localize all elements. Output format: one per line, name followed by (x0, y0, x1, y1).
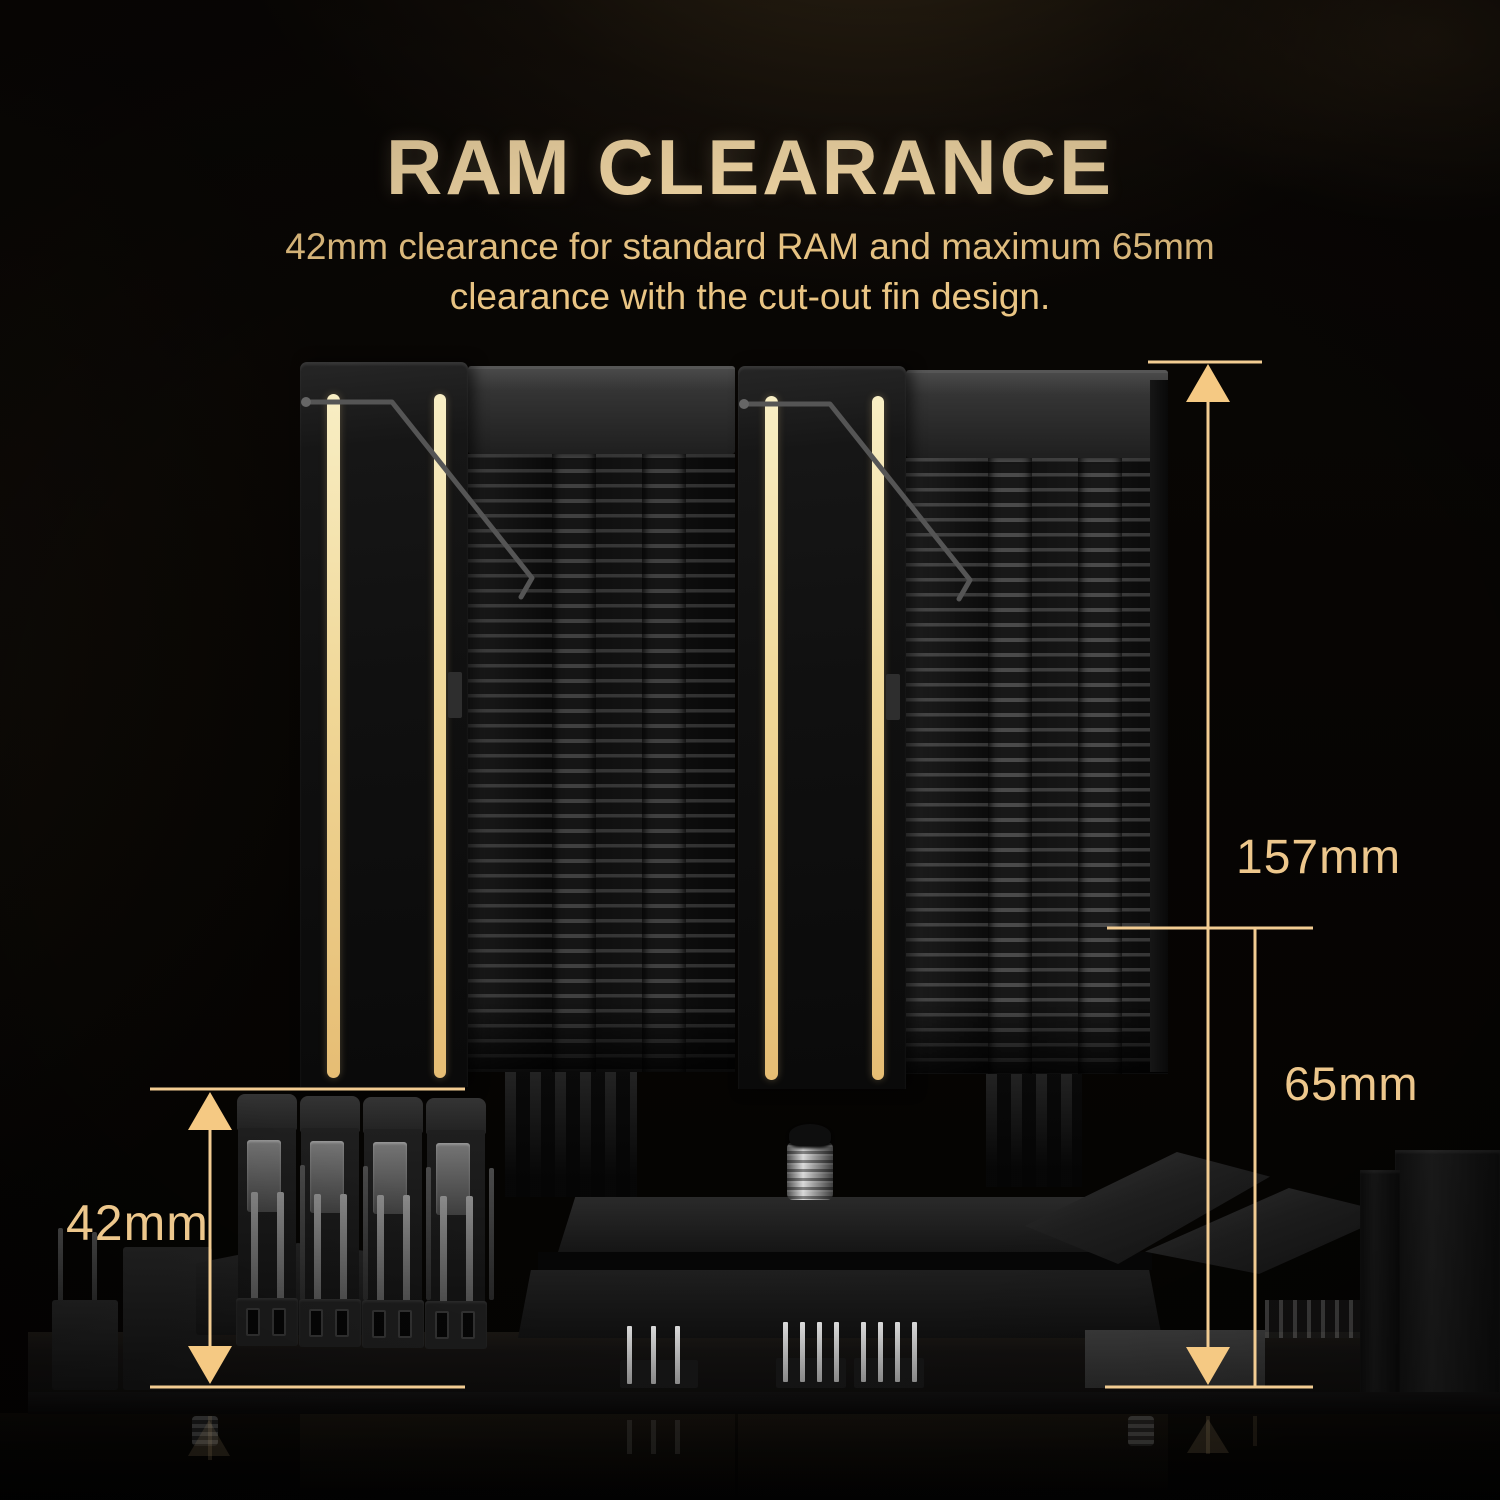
reflection-pin (675, 1420, 680, 1454)
mounting-screw-spring (787, 1142, 833, 1200)
header-pin (861, 1322, 866, 1382)
ram-slot-base (362, 1300, 424, 1348)
motherboard-edge (28, 1392, 1500, 1414)
header-pin (300, 1165, 305, 1300)
ram-module-cap (300, 1096, 360, 1132)
slot-hole (372, 1310, 386, 1338)
board-standoff (192, 1416, 218, 1446)
board-standoff (1128, 1416, 1154, 1446)
label-max-cutout-clearance: 65mm (1284, 1057, 1419, 1110)
reflection-line (1206, 1416, 1210, 1454)
right-finstack-side-face (1150, 380, 1168, 1072)
ram-module-cap (237, 1094, 297, 1130)
ram-slot-base (425, 1301, 487, 1349)
header-pin (58, 1228, 63, 1312)
header-pin (675, 1326, 680, 1384)
header-pin (426, 1167, 431, 1300)
fin-shadow (468, 1002, 735, 1072)
ram-slot-latch (377, 1195, 384, 1308)
chipset-heatsink-block (1085, 1330, 1265, 1388)
header-pin (489, 1168, 494, 1300)
floor-reflection-plane (0, 1413, 1500, 1500)
slot-hole (309, 1309, 323, 1337)
header-pin (834, 1322, 839, 1382)
fan-clip-bracket (886, 674, 900, 720)
ram-slot-latch (340, 1194, 347, 1308)
ram-slot-latch (314, 1194, 321, 1308)
ram-slot-latch (403, 1195, 410, 1308)
page-title: RAM CLEARANCE (0, 122, 1500, 213)
slot-hole (335, 1309, 349, 1337)
reflection-line (208, 1416, 212, 1460)
header-pin (627, 1326, 632, 1384)
heatpipe-column (1078, 458, 1122, 1074)
header-pin (651, 1326, 656, 1384)
ram-module-cap (363, 1097, 423, 1133)
io-armor-step (1360, 1170, 1400, 1392)
fan-clip-bracket (448, 672, 462, 718)
tower-reflection (738, 1414, 1168, 1500)
slot-hole (461, 1311, 475, 1339)
ram-slot-latch (466, 1196, 473, 1308)
mounting-screw-cap (789, 1124, 831, 1146)
heat-pipes-right (986, 1062, 1082, 1187)
reflection-arrow (1187, 1419, 1229, 1453)
mounting-screw-ridges (787, 1142, 833, 1200)
heatpipe-column (988, 458, 1032, 1074)
header-pin (800, 1322, 805, 1382)
reflection-pin (627, 1420, 632, 1454)
cooler-base-groove (538, 1252, 1152, 1270)
header-pin (92, 1232, 97, 1312)
reflection-pin (651, 1420, 656, 1454)
heat-pipes-left (505, 1062, 637, 1197)
pin-header-base (620, 1360, 698, 1388)
ram-slot-base (236, 1298, 298, 1346)
header-pin (783, 1322, 788, 1382)
slot-hole (272, 1308, 286, 1336)
subtitle-line-1: 42mm clearance for standard RAM and maxi… (0, 226, 1500, 268)
heatpipe-column (642, 454, 686, 1072)
reflection-arrow (188, 1420, 230, 1456)
label-standard-ram-clearance: 42mm (66, 1195, 209, 1251)
label-total-height: 157mm (1236, 831, 1402, 884)
slot-hole (246, 1308, 260, 1336)
header-pin (363, 1166, 368, 1300)
heatpipe-column (552, 454, 596, 1072)
ram-slot-base (299, 1299, 361, 1347)
tower-reflection (300, 1414, 735, 1500)
heatsink-fins-comb (1265, 1300, 1365, 1338)
connector-block (52, 1300, 118, 1390)
header-pin (895, 1322, 900, 1382)
slot-hole (398, 1310, 412, 1338)
reflection-line (1253, 1416, 1257, 1446)
ram-module-cap (426, 1098, 486, 1134)
header-pin (878, 1322, 883, 1382)
io-armor-block (1395, 1150, 1500, 1392)
ram-slot-latch (251, 1192, 258, 1308)
subtitle-line-2: clearance with the cut-out fin design. (0, 276, 1500, 318)
cooler-base-lower (518, 1270, 1162, 1338)
header-pin (817, 1322, 822, 1382)
fin-shadow (906, 1004, 1168, 1074)
ram-slot-latch (440, 1196, 447, 1308)
slot-hole (435, 1311, 449, 1339)
ram-slot-latch (277, 1192, 284, 1308)
header-pin (912, 1322, 917, 1382)
